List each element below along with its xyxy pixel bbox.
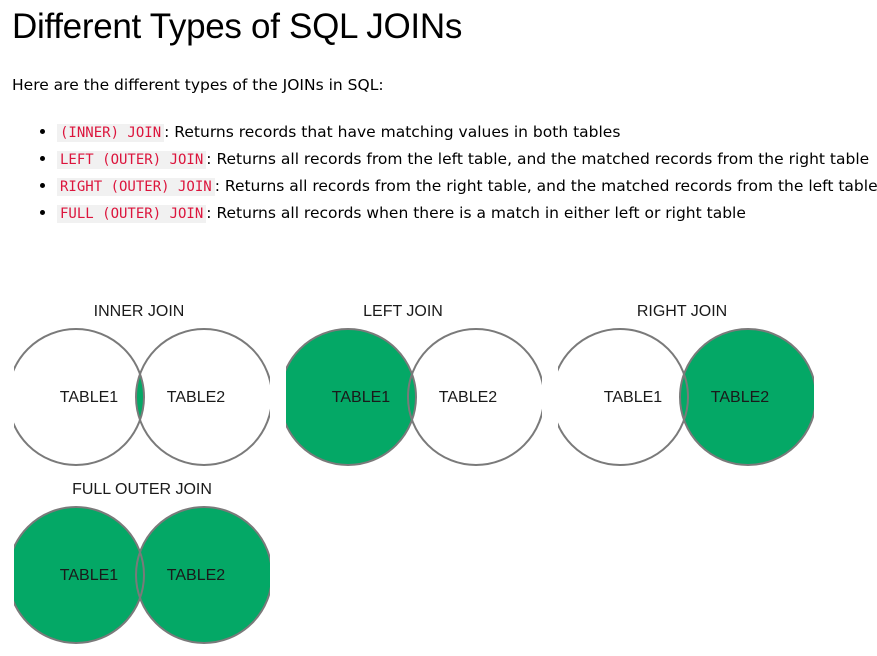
right-join-table2-circle xyxy=(679,328,814,466)
full-join-title: FULL OUTER JOIN xyxy=(72,481,212,498)
description-full-join: : Returns all records when there is a ma… xyxy=(206,204,746,222)
join-types-list: (INNER) JOIN: Returns records that have … xyxy=(34,119,877,227)
left-join-table1-label: TABLE1 xyxy=(332,389,391,406)
full-join-table1-fill xyxy=(14,507,144,643)
left-join-diagram: LEFT JOIN TABLE1 TABLE2 xyxy=(286,303,542,466)
list-item-inner-join: (INNER) JOIN: Returns records that have … xyxy=(57,119,877,146)
intro-text: Here are the different types of the JOIN… xyxy=(12,76,384,94)
right-join-title: RIGHT JOIN xyxy=(637,303,727,320)
inner-join-table1-label: TABLE1 xyxy=(60,389,119,406)
inner-join-table1-circle xyxy=(14,328,145,466)
right-join-diagram: RIGHT JOIN TABLE1 TABLE2 xyxy=(558,303,814,466)
description-right-join: : Returns all records from the right tab… xyxy=(214,177,877,195)
keyword-left-join: LEFT (OUTER) JOIN xyxy=(57,151,207,169)
left-join-table1-circle xyxy=(286,328,417,466)
full-join-table2-label: TABLE2 xyxy=(167,567,226,584)
full-join-diagram: FULL OUTER JOIN TABLE1 TABLE2 xyxy=(14,481,270,644)
inner-join-title: INNER JOIN xyxy=(94,303,185,320)
list-item-left-join: LEFT (OUTER) JOIN: Returns all records f… xyxy=(57,146,877,173)
list-item-full-join: FULL (OUTER) JOIN: Returns all records w… xyxy=(57,200,877,227)
list-item-right-join: RIGHT (OUTER) JOIN: Returns all records … xyxy=(57,173,877,200)
right-join-table2-fill xyxy=(680,329,814,465)
right-join-table1-circle xyxy=(558,328,689,466)
full-join-table2-circle xyxy=(135,506,270,644)
description-inner-join: : Returns records that have matching val… xyxy=(164,123,621,141)
keyword-inner-join: (INNER) JOIN xyxy=(57,124,165,142)
right-join-table2-label: TABLE2 xyxy=(711,389,770,406)
keyword-right-join: RIGHT (OUTER) JOIN xyxy=(57,178,215,196)
full-join-table1-circle xyxy=(14,506,145,644)
full-join-table2-fill xyxy=(136,507,270,643)
left-join-table1-fill xyxy=(286,329,416,465)
right-join-table1-label: TABLE1 xyxy=(604,389,663,406)
page-title: Different Types of SQL JOINs xyxy=(12,7,463,46)
left-join-table2-label: TABLE2 xyxy=(439,389,498,406)
inner-join-table2-label: TABLE2 xyxy=(167,389,226,406)
left-join-table2-circle xyxy=(407,328,542,466)
description-left-join: : Returns all records from the left tabl… xyxy=(206,150,870,168)
full-join-table1-label: TABLE1 xyxy=(60,567,119,584)
inner-join-diagram: INNER JOIN TABLE1 TABLE2 xyxy=(14,303,270,466)
keyword-full-join: FULL (OUTER) JOIN xyxy=(57,205,207,223)
left-join-title: LEFT JOIN xyxy=(363,303,443,320)
inner-join-table2-circle xyxy=(135,328,270,466)
